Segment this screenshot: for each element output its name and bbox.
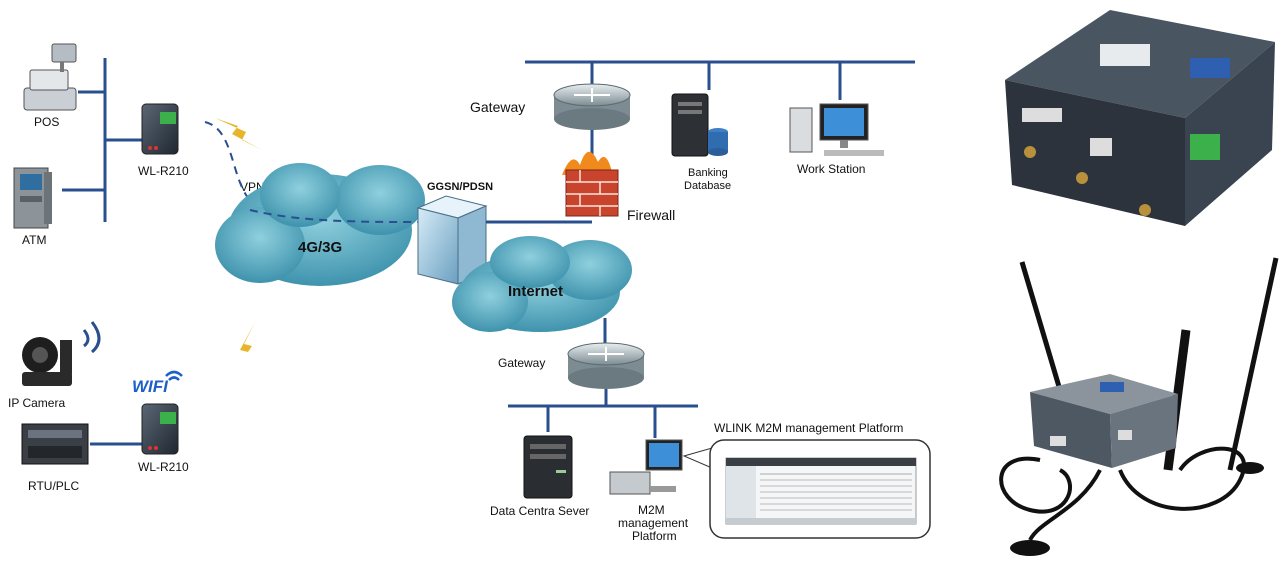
atm-label: ATM — [22, 233, 46, 247]
internet-label: Internet — [508, 283, 563, 300]
firewall-icon — [562, 151, 619, 217]
database-server-icon — [671, 93, 728, 157]
vpn-dashed-inner — [249, 209, 421, 223]
tower-server-icon — [523, 435, 573, 499]
banking-label-line2: Database — [684, 180, 731, 192]
product-photo-antenna-icon — [999, 257, 1279, 556]
workstation-icon — [789, 103, 884, 156]
wlink-title: WLINK M2M management Platform — [714, 421, 903, 435]
datacenter-label: Data Centra Sever — [490, 504, 589, 518]
screenshot-contents — [725, 457, 917, 525]
cloud-icon — [215, 163, 425, 286]
banking-label-line1: Banking — [688, 167, 728, 179]
pos-terminal-icon — [23, 43, 77, 111]
ip-camera-label: IP Camera — [8, 396, 65, 410]
pos-label: POS — [34, 115, 59, 129]
router-device-bottom-icon — [141, 403, 179, 455]
gateway-top-label: Gateway — [470, 99, 525, 115]
plc-icon — [21, 423, 89, 465]
callout-pointer — [682, 447, 713, 469]
gateway-router-bottom-icon — [567, 342, 645, 389]
router-bottom-label: WL-R210 — [138, 460, 189, 474]
desktop-monitor-icon — [609, 439, 683, 495]
product-photo-icon — [1005, 10, 1275, 226]
wifi-icon — [165, 370, 183, 381]
ip-camera-icon — [22, 321, 101, 386]
lightning-icon — [215, 118, 262, 150]
atm-icon — [13, 167, 52, 229]
rtu-plc-label: RTU/PLC — [28, 479, 79, 493]
lightning-bottom-icon — [232, 322, 255, 376]
workstation-label: Work Station — [797, 162, 865, 176]
internet-cloud-icon — [452, 236, 632, 332]
router-device-icon — [141, 103, 179, 155]
vpn-dashed-path — [204, 121, 421, 223]
m2m-label-line2: management — [618, 516, 689, 530]
firewall-label: Firewall — [627, 207, 675, 223]
gateway-router-icon — [553, 83, 631, 130]
m2m-label-line3: Platform — [632, 529, 677, 543]
m2m-label-line1: M2M — [638, 503, 665, 517]
gateway-bottom-label: Gateway — [498, 356, 545, 370]
cellular-label: 4G/3G — [298, 239, 342, 256]
wifi-label: WIFI — [132, 377, 169, 396]
ggsn-label: GGSN/PDSN — [427, 181, 493, 193]
router-top-label: WL-R210 — [138, 164, 189, 178]
